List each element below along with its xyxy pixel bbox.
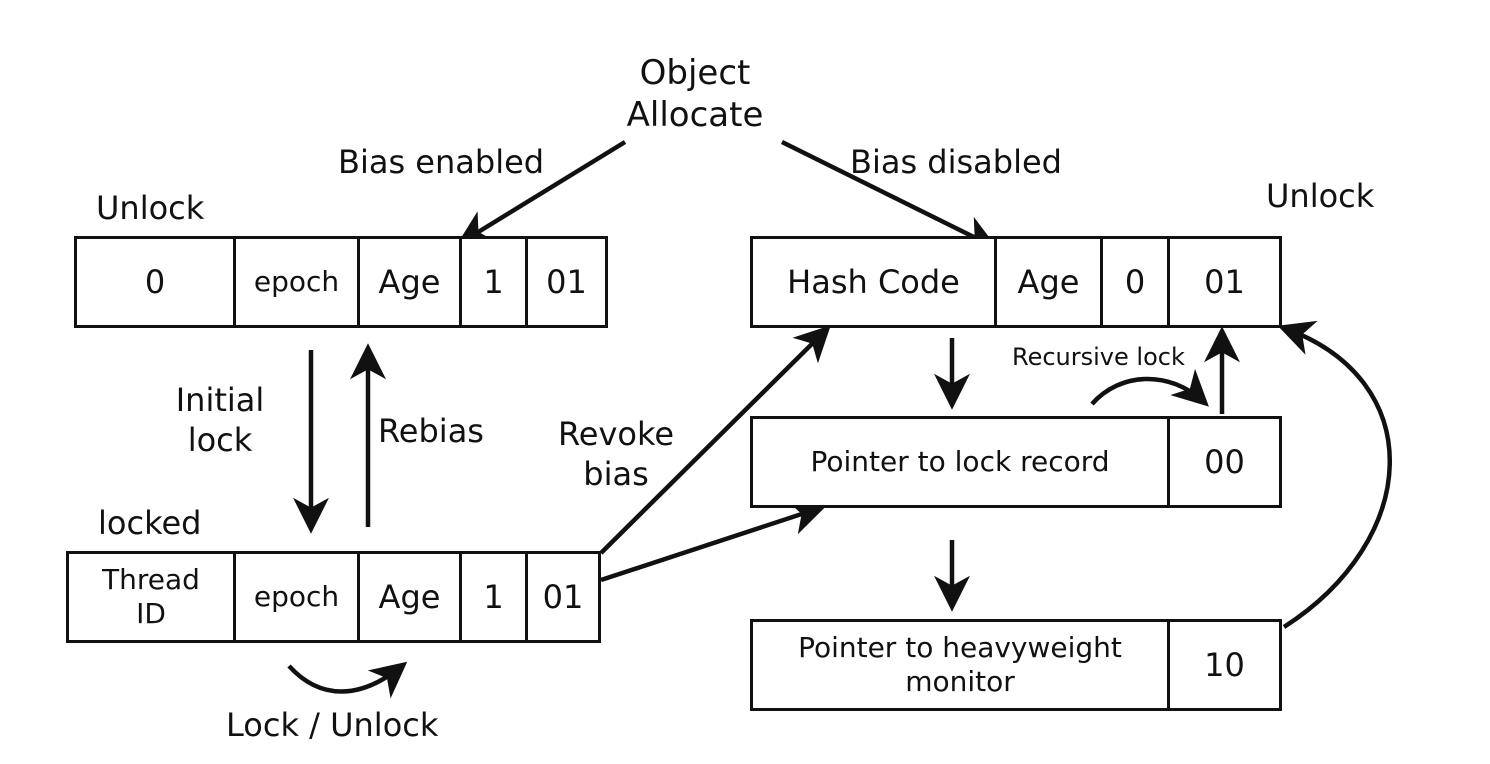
arrow-lock-unlock <box>287 661 408 699</box>
lightweight-lock-box: Pointer to lock record 00 <box>750 416 1282 508</box>
heavyweight-lock-bits: 10 <box>1204 646 1245 684</box>
lightweight-lock-bits: 00 <box>1204 443 1245 481</box>
biased-unlock-title: Unlock <box>96 189 205 227</box>
normal-unlock-age-field: Age <box>997 239 1103 325</box>
normal-unlock-lock-bits: 01 <box>1204 263 1245 301</box>
recursive-lock-label: Recursive lock <box>1012 343 1185 371</box>
object-allocate-line2: Allocate <box>626 95 764 135</box>
normal-unlock-box: Hash Code Age 0 01 <box>750 236 1282 328</box>
heavyweight-lock-box: Pointer to heavyweight monitor 10 <box>750 619 1282 711</box>
lock-record-pointer-field: Pointer to lock record <box>753 419 1170 505</box>
revoke-bias-label: Revoke bias <box>548 414 684 494</box>
initial-lock-line2: lock <box>187 421 253 459</box>
arrow-revoke-to-hashcode <box>599 325 831 555</box>
biased-locked-thread-id-field: Thread ID <box>69 554 236 640</box>
hash-code-field: Hash Code <box>753 239 997 325</box>
arrow-heavyweight-to-unlock <box>1277 320 1392 629</box>
monitor-pointer-field: Pointer to heavyweight monitor <box>753 622 1170 708</box>
rebias-label: Rebias <box>378 412 484 450</box>
bias-disabled-label: Bias disabled <box>850 143 1062 181</box>
object-allocate-line1: Object <box>639 53 751 93</box>
biased-unlock-bias-bit: 1 <box>462 239 528 325</box>
biased-unlock-thread-field: 0 <box>77 239 236 325</box>
biased-unlock-lock-bits: 01 <box>546 263 587 301</box>
initial-lock-line1: Initial <box>175 381 265 419</box>
biased-unlock-box: 0 epoch Age 1 01 <box>74 236 608 328</box>
biased-locked-age-field: Age <box>360 554 462 640</box>
revoke-bias-line1: Revoke <box>557 415 675 453</box>
object-allocate-label: Object Allocate <box>600 52 790 136</box>
lock-unlock-label: Lock / Unlock <box>226 706 439 744</box>
biased-unlock-age-field: Age <box>360 239 462 325</box>
bias-enabled-label: Bias enabled <box>338 143 545 181</box>
arrow-recursive-lock <box>1090 368 1209 407</box>
revoke-bias-line2: bias <box>583 455 649 493</box>
normal-unlock-title: Unlock <box>1266 177 1375 215</box>
biased-unlock-epoch-field: epoch <box>236 239 360 325</box>
normal-unlock-bias-bit: 0 <box>1103 239 1170 325</box>
arrow-bias-enabled <box>456 140 627 246</box>
biased-locked-epoch-field: epoch <box>236 554 360 640</box>
biased-locked-lock-bits: 01 <box>542 578 584 616</box>
biased-locked-title: locked <box>98 504 202 542</box>
arrow-bias-disabled <box>781 139 999 250</box>
arrow-revoke-to-lock-record <box>600 500 827 583</box>
biased-locked-box: Thread ID epoch Age 1 01 <box>66 551 601 643</box>
initial-lock-label: Initial lock <box>160 380 280 460</box>
biased-locked-bias-bit: 1 <box>462 554 528 640</box>
